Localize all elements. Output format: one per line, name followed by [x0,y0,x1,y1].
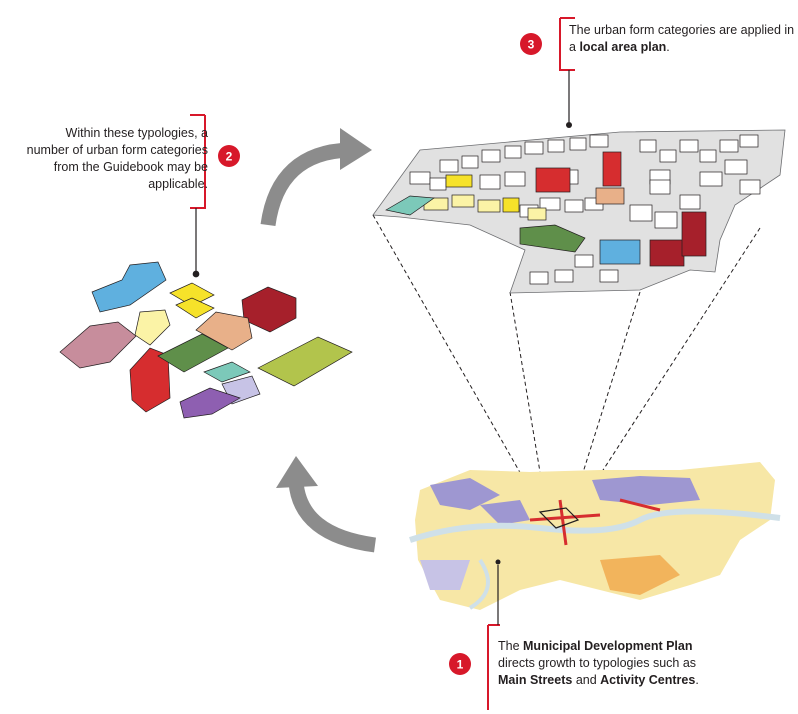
callout-1-bold: Activity Centres [600,673,696,687]
callout-1-part: . [695,673,699,687]
callout-brackets [190,17,575,710]
callout-step-2-text: Within these typologies, a number of urb… [26,126,208,191]
callout-1-part: and [572,673,601,687]
callout-3-part: The urban form categories are applied in… [569,23,795,54]
callout-1-part: directs growth to typologies such as [498,656,697,670]
callout-1-part: The [498,639,524,653]
step-badge-2: 2 [218,145,240,167]
cycle-arrow-top-icon [260,128,372,227]
step-badge-1: 1 [449,653,471,675]
callout-step-3-text: The urban form categories are applied in… [569,22,798,56]
step-badge-2-number: 2 [226,150,233,164]
step-badge-1-number: 1 [457,658,464,672]
callout-3-part: . [666,40,670,54]
callout-step-1-text: The Municipal Development Plan directs g… [498,638,718,689]
step-badge-3: 3 [520,33,542,55]
cycle-arrow-bottom-icon [276,456,377,553]
callout-3-bold: local area plan [579,40,667,54]
municipal-development-plan-map [409,462,781,610]
step-badge-3-number: 3 [528,38,535,52]
local-area-plan-model [372,122,786,294]
callout-1-bold: Municipal Development Plan [523,639,693,653]
urban-form-categories-model [59,261,353,419]
callout-1-bold: Main Streets [498,673,573,687]
